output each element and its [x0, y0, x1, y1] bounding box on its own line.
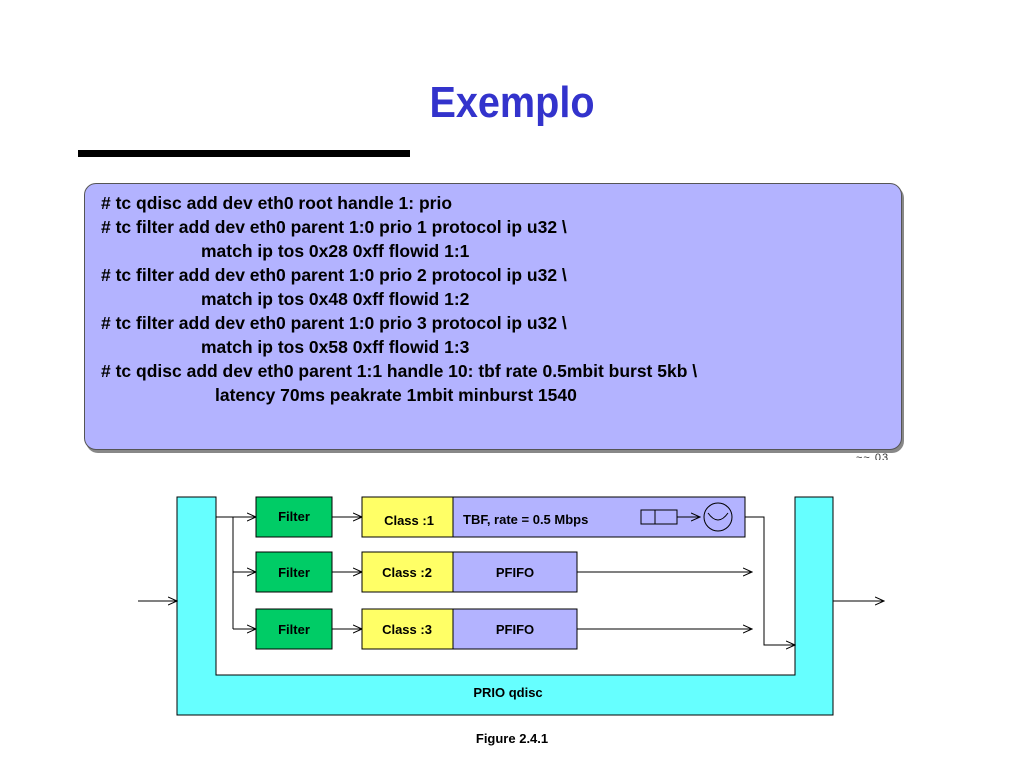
code-line: latency 70ms peakrate 1mbit minburst 154…	[215, 385, 577, 405]
clock-icon	[703, 502, 733, 532]
filter-box-3	[255, 608, 333, 650]
tbf-label: TBF, rate = 0.5 Mbps	[463, 512, 588, 527]
filter-label-2: Filter	[278, 565, 310, 580]
code-line: # tc filter add dev eth0 parent 1:0 prio…	[101, 313, 567, 333]
filter-label-3: Filter	[278, 622, 310, 637]
corner-mark: ~~ 03	[856, 452, 890, 460]
slide-title: Exemplo	[429, 78, 595, 127]
code-line: # tc qdisc add dev eth0 parent 1:1 handl…	[101, 361, 698, 381]
pfifo-box-2	[452, 551, 578, 593]
filter-box-1	[255, 496, 333, 538]
filter-label-1: Filter	[278, 509, 310, 524]
class-label-3: Class :3	[382, 622, 432, 637]
code-box: # tc qdisc add dev eth0 root handle 1: p…	[84, 183, 902, 450]
class-box-1	[361, 496, 454, 538]
code-line: # tc qdisc add dev eth0 root handle 1: p…	[101, 193, 453, 213]
pfifo-box-3	[452, 608, 578, 650]
class-label-1: Class :1	[384, 513, 434, 528]
container-label: PRIO qdisc	[473, 685, 542, 700]
code-line: match ip tos 0x28 0xff flowid 1:1	[201, 241, 470, 261]
code-line: # tc filter add dev eth0 parent 1:0 prio…	[101, 217, 567, 237]
code-line: # tc filter add dev eth0 parent 1:0 prio…	[101, 265, 567, 285]
code-line: match ip tos 0x58 0xff flowid 1:3	[201, 337, 470, 357]
queue-icon	[640, 509, 700, 525]
pfifo-label-3: PFIFO	[496, 622, 534, 637]
figure-caption: Figure 2.4.1	[475, 731, 549, 746]
prio-container	[176, 496, 834, 716]
title-underline	[78, 150, 410, 157]
code-line: match ip tos 0x48 0xff flowid 1:2	[201, 289, 470, 309]
class-label-2: Class :2	[382, 565, 432, 580]
pfifo-label-2: PFIFO	[496, 565, 534, 580]
